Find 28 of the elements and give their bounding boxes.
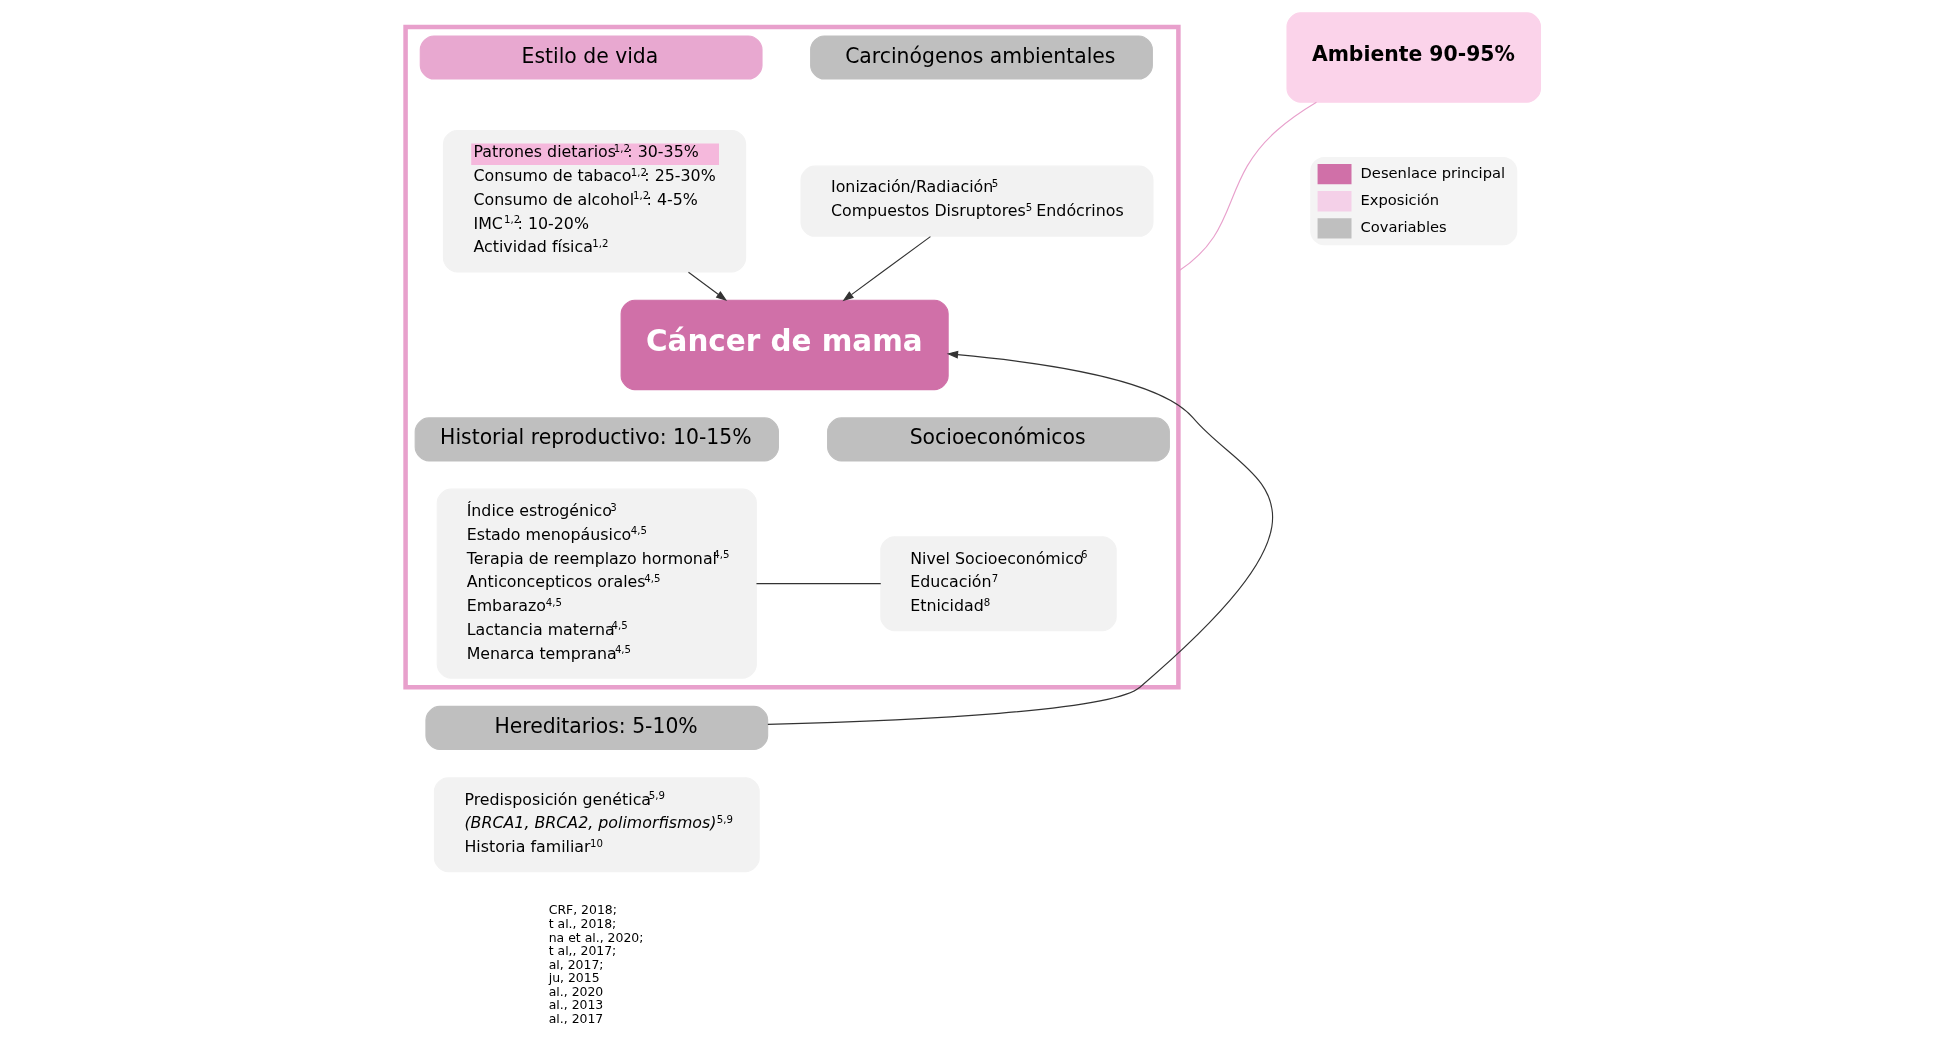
label: al., 2020 bbox=[548, 983, 604, 999]
node-box: Estilo de vida bbox=[419, 35, 763, 80]
node-box: Socioeconómicos bbox=[827, 417, 1170, 462]
label: t al,, 2017; bbox=[548, 943, 617, 959]
node-box: Historial reproductivo: 10-15% bbox=[414, 417, 779, 462]
label: ju, 2015 bbox=[548, 970, 600, 986]
connector bbox=[755, 583, 882, 585]
label: CRF, 2018; bbox=[548, 902, 617, 918]
node-box: Patrones dietarios$^{1,2}$: 30-35% Consumo de tabaco$^{1,2}$: 25-30% Consumo de alcohol$^{1,2}$: 4-5% IMC$^{1,2}$: 10-20% Actividad física$^{1,2}$ bbox=[442, 129, 747, 273]
node-box: Nivel Socioeconómico$^{6}$ Educación$^{7}$ Etnicidad$^{8}$ bbox=[880, 536, 1117, 632]
connector bbox=[1177, 101, 1317, 272]
node-box: Ambiente 90-95% bbox=[1286, 12, 1542, 103]
label: al., 2017 bbox=[548, 1011, 604, 1027]
node-box: Hereditarios: 5-10% bbox=[425, 705, 769, 750]
node-box: Ionización/Radiación$^{5}$ Compuestos Disruptores$^{5}$ Endócrinos bbox=[800, 165, 1154, 237]
node-box: Carcinógenos ambientales bbox=[810, 35, 1153, 80]
label: al., 2013 bbox=[548, 997, 604, 1013]
label: al, 2017; bbox=[548, 956, 604, 972]
arrow bbox=[687, 271, 728, 302]
cluster bbox=[403, 24, 1181, 690]
legend-label: Exposición bbox=[1360, 191, 1440, 209]
node-box: Cáncer de mama bbox=[620, 299, 949, 391]
arrow bbox=[767, 350, 1273, 725]
legend-label: Covariables bbox=[1360, 218, 1447, 236]
label: t al., 2018; bbox=[548, 915, 617, 931]
label: na et al., 2020; bbox=[548, 929, 644, 945]
legend-label: Desenlace principal bbox=[1360, 163, 1506, 181]
arrow bbox=[842, 236, 931, 302]
